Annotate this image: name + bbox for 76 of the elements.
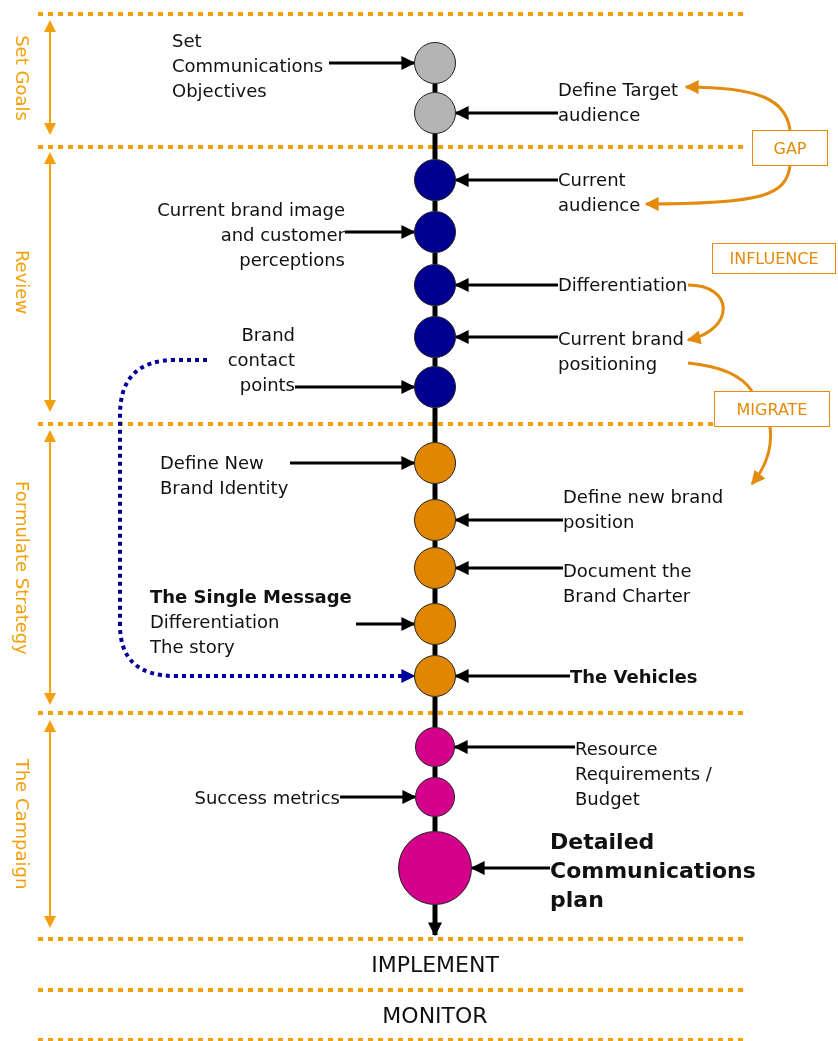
timeline-circle [415, 777, 455, 817]
arrow [454, 669, 570, 683]
curved-arrow [750, 426, 773, 486]
timeline-circle [414, 442, 456, 484]
timeline-circle [415, 727, 455, 767]
arrow [453, 740, 575, 754]
timeline-line [432, 134, 438, 159]
arrow [470, 861, 550, 875]
timeline-line [432, 541, 438, 547]
phase-label: Review [11, 249, 33, 315]
timeline-line [432, 645, 438, 655]
connector-line [687, 361, 754, 392]
tag-box: INFLUENCE [712, 243, 836, 274]
timeline-line [432, 484, 438, 499]
step-label: The story [150, 635, 236, 659]
step-label: Current brand image and customer perceptions [153, 197, 345, 272]
timeline-circle [414, 92, 456, 134]
timeline-line [432, 408, 438, 442]
arrow [329, 56, 416, 70]
arrow [454, 513, 563, 527]
timeline-line [432, 84, 438, 92]
step-label: Detailed Communications plan [550, 827, 795, 914]
arrow [295, 380, 416, 394]
timeline-line [432, 589, 438, 603]
arrow [454, 173, 558, 187]
arrow [340, 790, 417, 804]
curved-arrow [644, 165, 792, 211]
stage-label: MONITOR [382, 1003, 488, 1028]
step-label: Differentiation [558, 272, 688, 297]
step-label: Success metrics [150, 785, 340, 810]
step-label: Define New Brand Identity [160, 450, 290, 500]
stage-label: IMPLEMENT [371, 952, 499, 977]
curved-arrow [118, 358, 416, 683]
timeline-circle [414, 547, 456, 589]
timeline-line [432, 201, 438, 211]
timeline-line [432, 817, 438, 831]
arrow [356, 617, 416, 631]
step-label: Differentiation [150, 610, 281, 634]
step-label: Define Target audience [558, 77, 686, 127]
step-label: Brand contact points [207, 322, 295, 397]
timeline-circle [414, 499, 456, 541]
tag-box: MIGRATE [714, 391, 830, 427]
timeline-line [432, 358, 438, 366]
phase-label: The Campaign [11, 758, 33, 890]
tag-box: GAP [752, 130, 828, 166]
step-label: Define new brand position [563, 484, 758, 534]
timeline-circle [414, 366, 456, 408]
step-label: Current brand positioning [558, 326, 688, 376]
arrow [345, 225, 416, 239]
arrow [454, 561, 563, 575]
step-heading: The Single Message [150, 585, 353, 609]
curved-arrow [686, 283, 725, 344]
arrow [454, 278, 558, 292]
step-label: Resource Requirements / Budget [575, 736, 740, 811]
timeline-circle [414, 655, 456, 697]
arrow [454, 106, 558, 120]
timeline-line [432, 253, 438, 264]
timeline-circle [414, 159, 456, 201]
phase-label: Set Goals [11, 34, 33, 121]
timeline-circle [414, 42, 456, 84]
step-label: Current audience [558, 167, 646, 217]
timeline-line [432, 767, 438, 777]
arrow [290, 456, 416, 470]
arrow [454, 330, 558, 344]
step-label: Document the Brand Charter [563, 558, 728, 608]
timeline-circle [414, 264, 456, 306]
phase-label: Formulate Strategy [11, 480, 33, 655]
curved-arrow [684, 80, 792, 131]
timeline-line [428, 905, 442, 937]
timeline-line [432, 697, 438, 727]
timeline-circle [414, 316, 456, 358]
timeline-circle [414, 211, 456, 253]
step-label: The Vehicles [570, 664, 740, 689]
step-label: Set Communications Objectives [172, 28, 329, 103]
timeline-circle [414, 603, 456, 645]
timeline-line [432, 306, 438, 316]
